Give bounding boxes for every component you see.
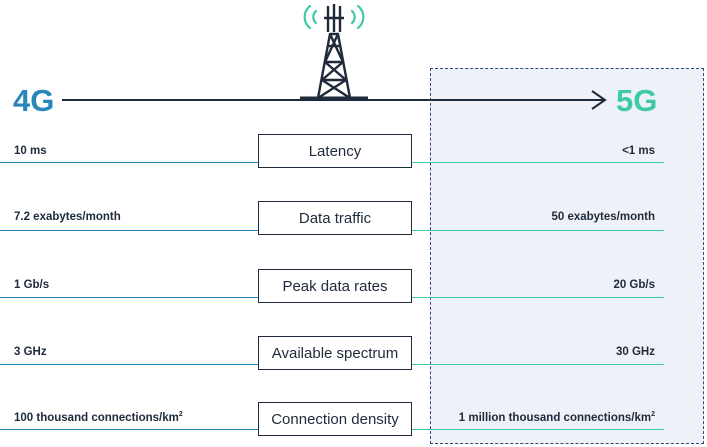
metric-box: Peak data rates	[258, 269, 412, 303]
metric-label: Data traffic	[298, 209, 372, 227]
4g-connector-line	[0, 230, 258, 231]
5g-value: 30 GHz	[616, 346, 655, 358]
5g-label: 5G	[616, 83, 658, 118]
metric-box: Latency	[258, 134, 412, 168]
metric-label: Latency	[308, 142, 362, 160]
5g-highlight-panel	[430, 68, 704, 444]
5g-connector-line	[412, 162, 664, 163]
5g-connector-line	[412, 297, 664, 298]
4g-connector-line	[0, 429, 258, 430]
metric-box: Connection density	[258, 402, 412, 436]
5g-value: <1 ms	[622, 145, 655, 157]
5g-connector-line	[412, 230, 664, 231]
metric-label: Peak data rates	[282, 277, 388, 295]
metric-label: Connection density	[271, 410, 399, 428]
metric-box: Available spectrum	[258, 336, 412, 370]
4g-connector-line	[0, 364, 258, 365]
metric-label: Available spectrum	[271, 344, 399, 362]
4g-connector-line	[0, 162, 258, 163]
5g-connector-line	[412, 429, 664, 430]
4g-value: 10 ms	[14, 145, 47, 157]
4g-value: 100 thousand connections/km2	[14, 411, 183, 424]
arrow-right-icon	[62, 90, 607, 110]
4g-value: 3 GHz	[14, 346, 47, 358]
5g-value: 50 exabytes/month	[551, 211, 655, 223]
5g-value: 20 Gb/s	[613, 279, 655, 291]
4g-label: 4G	[13, 83, 55, 118]
4g-value: 7.2 exabytes/month	[14, 211, 121, 223]
cell-tower-icon	[300, 4, 368, 100]
5g-connector-line	[412, 364, 664, 365]
metric-box: Data traffic	[258, 201, 412, 235]
4g-connector-line	[0, 297, 258, 298]
4g-value: 1 Gb/s	[14, 279, 50, 291]
5g-value: 1 million thousand connections/km2	[458, 411, 655, 424]
